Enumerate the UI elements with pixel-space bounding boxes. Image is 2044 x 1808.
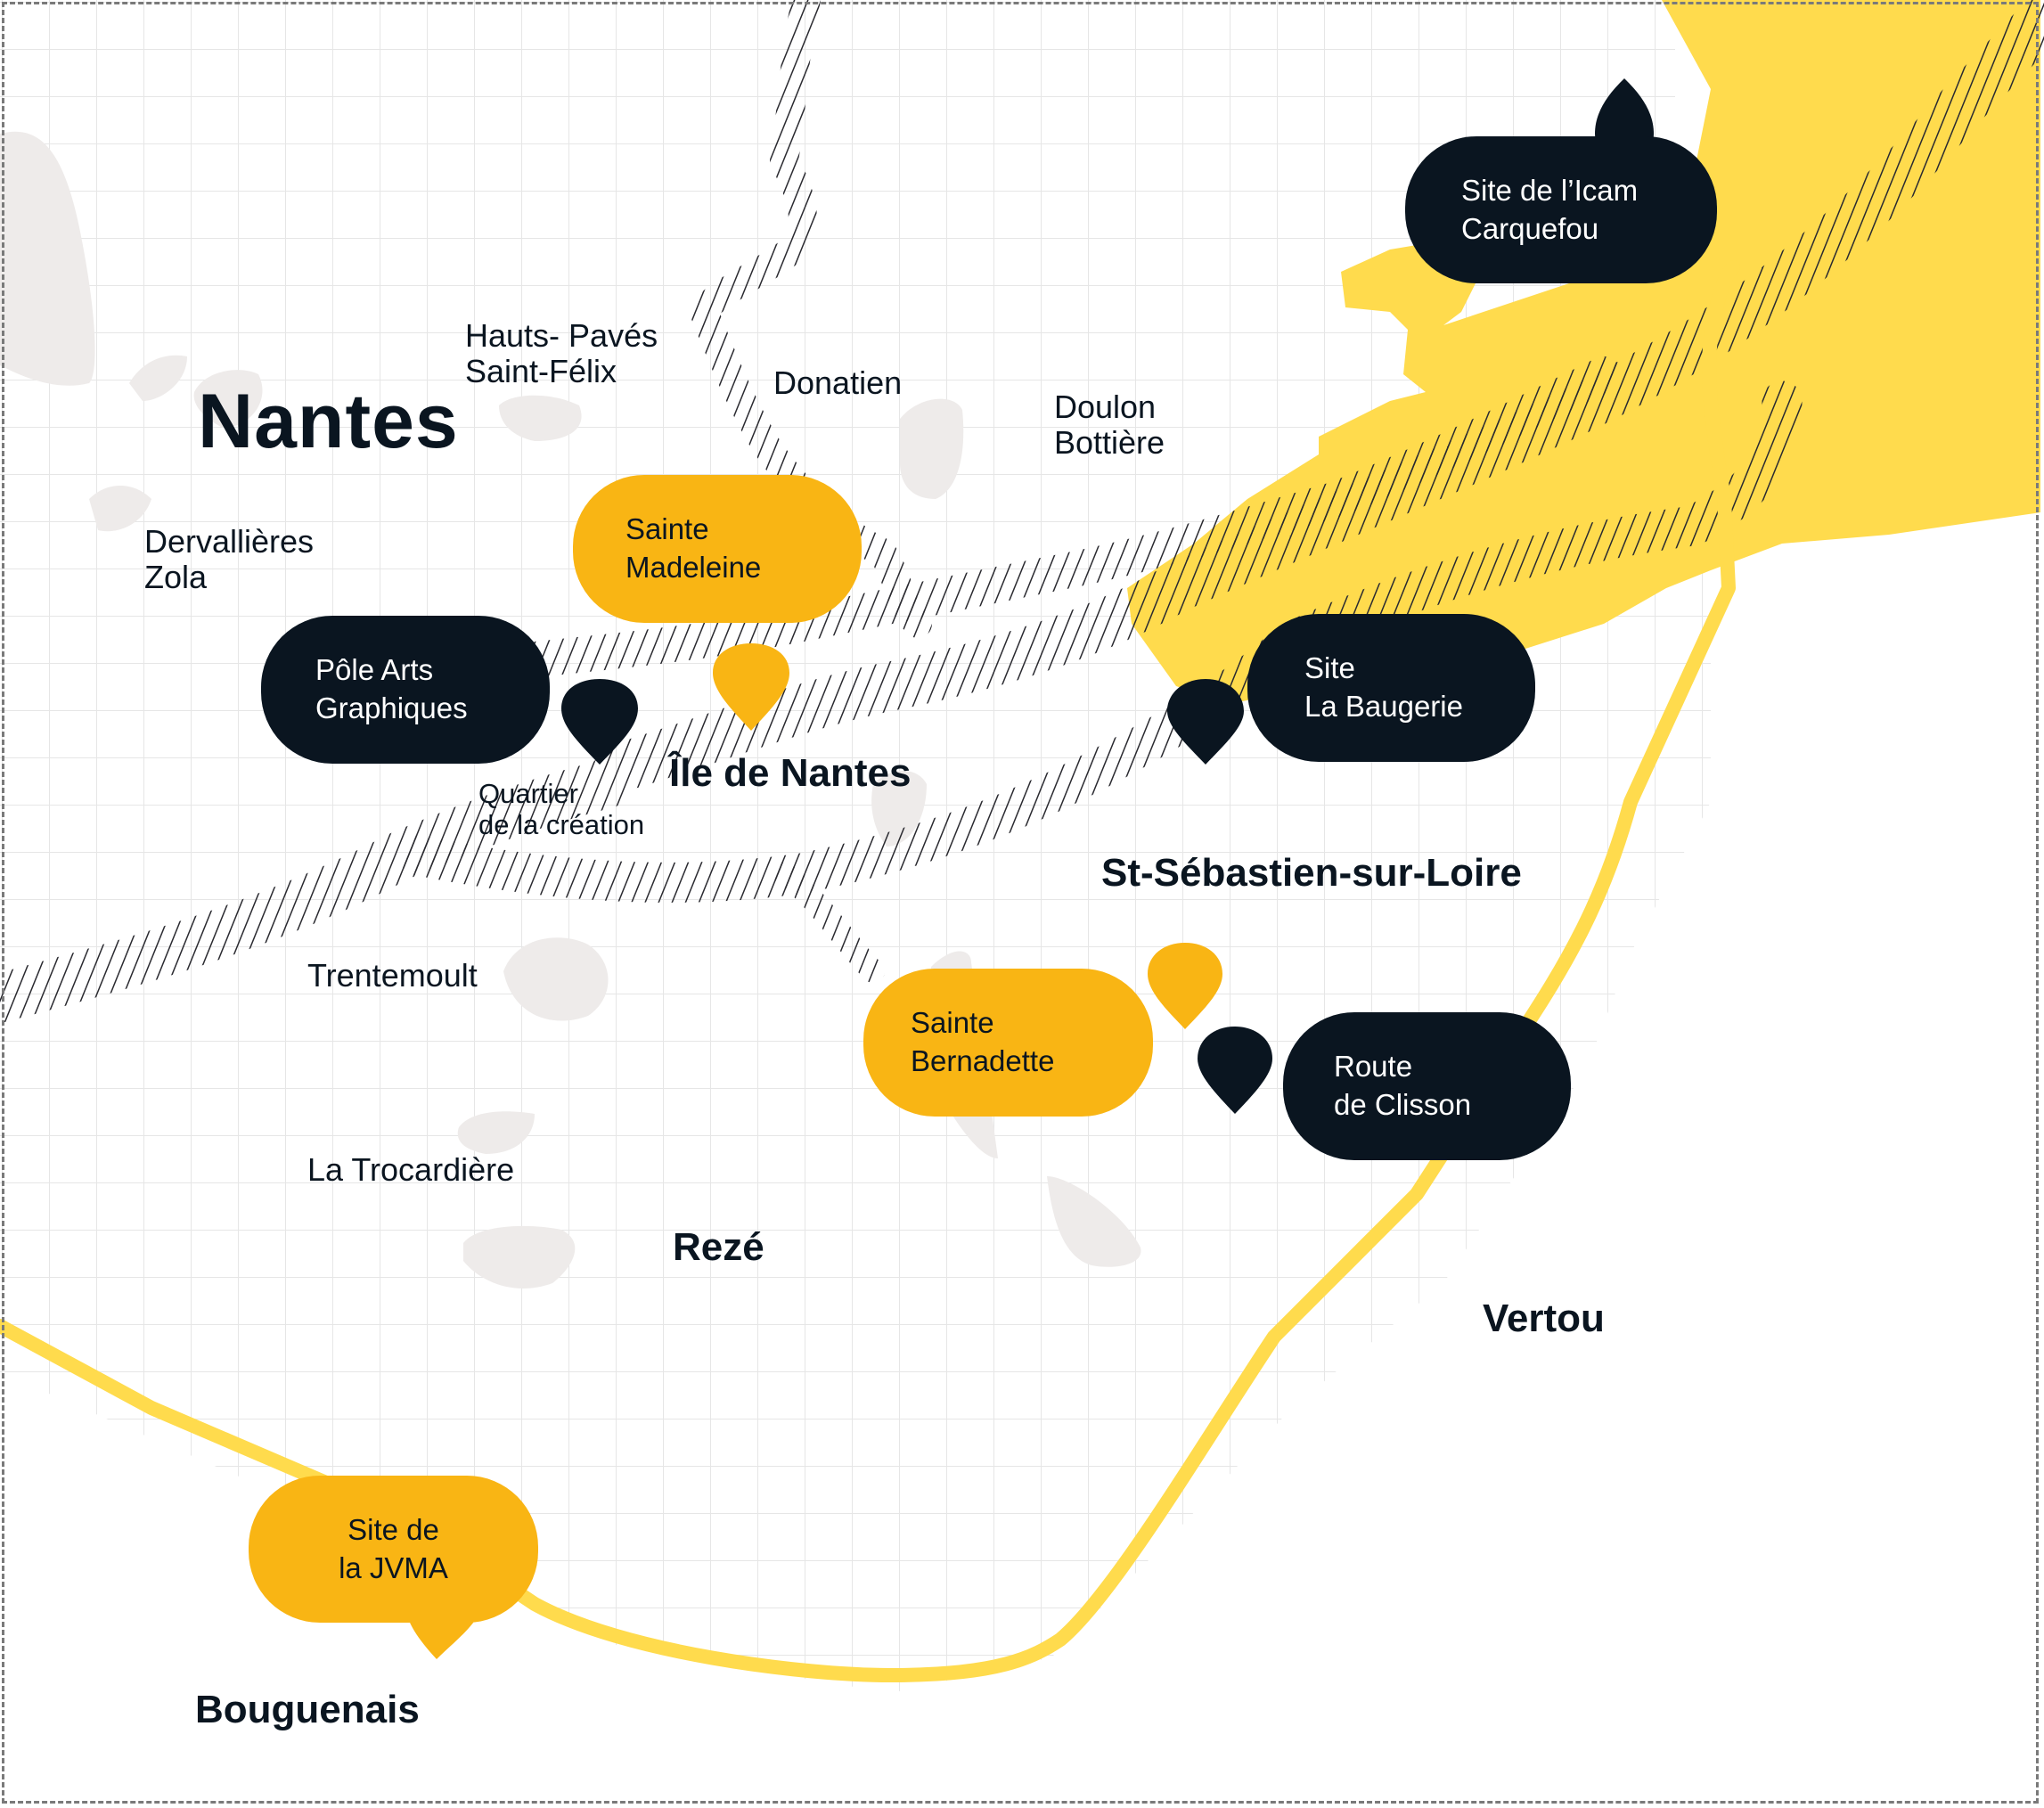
city-vertou: Vertou [1483, 1297, 1605, 1340]
blob [499, 395, 582, 441]
site-label: Sainte Madeleine [625, 512, 762, 584]
pin-la-baugerie-icon[interactable] [1167, 679, 1244, 765]
blob [0, 131, 95, 386]
blob [503, 937, 609, 1021]
city-bouguenais: Bouguenais [195, 1688, 420, 1731]
site-label: Site La Baugerie [1304, 651, 1463, 723]
blob [129, 355, 187, 401]
district-doulon-bottiere: Doulon Bottière [1054, 389, 1165, 462]
city-st-sebastien: St-Sébastien-sur-Loire [1101, 851, 1522, 895]
blob [463, 1225, 576, 1289]
loire-north-channel [517, 356, 1622, 677]
site-icam-carquefou[interactable]: Site de l’Icam Carquefou [1405, 136, 1717, 283]
site-route-de-clisson[interactable]: Route de Clisson [1283, 1012, 1571, 1160]
blob [89, 486, 151, 532]
site-label: Site de la JVMA [339, 1512, 448, 1584]
loire-main-channel [0, 0, 2044, 1023]
site-label: Site de l’Icam Carquefou [1461, 173, 1639, 245]
district-quartier-creation: Quartier de la création [478, 778, 645, 840]
site-label: Pôle Arts Graphiques [315, 653, 468, 724]
site-la-baugerie[interactable]: Site La Baugerie [1247, 614, 1535, 762]
loire-river [0, 0, 2044, 1023]
pin-pole-arts-graphiques-icon[interactable] [561, 679, 638, 765]
sevre-river [773, 862, 885, 983]
pin-sainte-madeleine-icon[interactable] [713, 643, 789, 731]
pin-route-de-clisson-icon[interactable] [1198, 1027, 1272, 1114]
district-trocardiere: La Trocardière [307, 1151, 515, 1188]
blob [457, 1111, 535, 1154]
site-pole-arts-graphiques[interactable]: Pôle Arts Graphiques [261, 616, 550, 764]
district-hauts-paves: Hauts- Pavés Saint-Félix [465, 317, 658, 390]
city-reze: Rezé [673, 1225, 764, 1269]
site-jvma[interactable]: Site de la JVMA [249, 1476, 538, 1623]
site-label: Route de Clisson [1334, 1050, 1472, 1121]
loire-south-channel [398, 380, 1803, 903]
site-sainte-madeleine[interactable]: Sainte Madeleine [573, 475, 862, 623]
ring-road [0, 260, 1740, 1682]
blob [193, 370, 263, 428]
pin-sainte-bernadette-icon[interactable] [1148, 943, 1222, 1029]
city-ile-de-nantes: Île de Nantes [669, 751, 912, 795]
erdre-river [690, 0, 932, 638]
district-dervallieres-zola: Dervallières Zola [144, 523, 315, 596]
route-line [0, 260, 1740, 1682]
blob [900, 398, 964, 499]
blob [1047, 1176, 1141, 1267]
site-sainte-bernadette[interactable]: Sainte Bernadette [863, 969, 1153, 1117]
site-label: Sainte Bernadette [911, 1006, 1055, 1077]
district-trentemoult: Trentemoult [307, 957, 478, 994]
district-donatien: Donatien [773, 364, 903, 401]
city-nantes: Nantes [198, 379, 459, 464]
